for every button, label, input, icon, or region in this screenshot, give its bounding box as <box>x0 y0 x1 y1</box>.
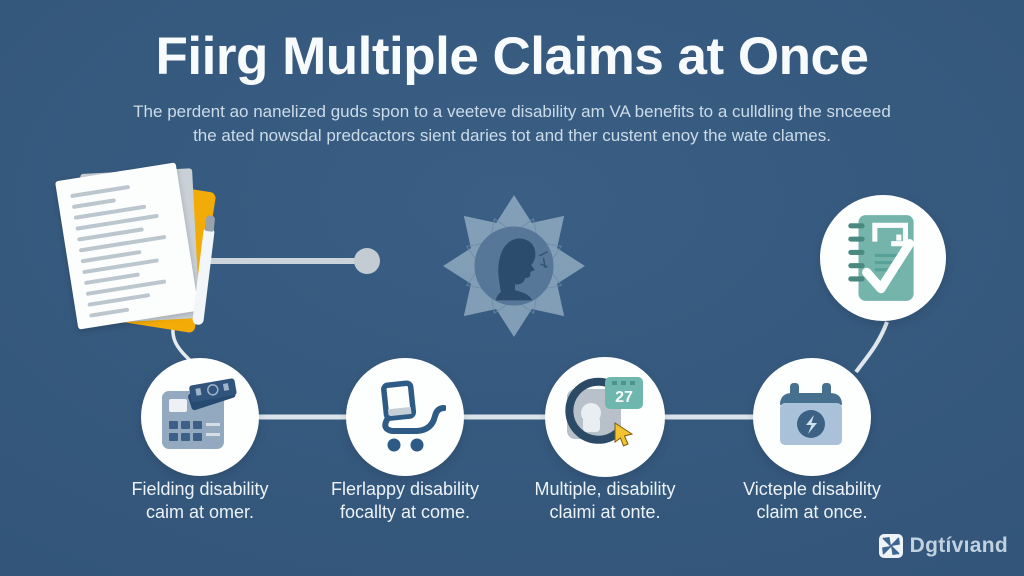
page-subtitle: The perdent ao nanelized guds spon to a … <box>112 100 912 148</box>
caption-line: Flerlappy disability <box>330 479 480 499</box>
brand-logo: Dgtívıand <box>878 534 1008 558</box>
caption-line: Multiple, disability <box>534 479 676 499</box>
front-sheet <box>55 162 199 330</box>
notebook-circle <box>820 195 946 321</box>
step-circle-4 <box>753 358 871 476</box>
subtitle-line-2: the ated nowsdal predcactors sient darie… <box>193 126 831 145</box>
step-caption-2: Flerlappy disability focallty at come. <box>300 478 510 524</box>
notebook-checkmark-icon <box>848 215 915 301</box>
calendar-bolt-icon <box>780 383 842 445</box>
badge-head-emblem-icon <box>443 195 585 337</box>
caption-line: focallty at come. <box>339 502 471 522</box>
step-caption-4: Victeple disability claim at once. <box>707 478 917 524</box>
shopping-cart-icon <box>381 380 446 452</box>
step-circle-3: 27 <box>545 357 665 477</box>
calculator-cards-icon <box>162 378 237 449</box>
caption-line: claim at once. <box>756 502 868 522</box>
caption-line: Fielding disability <box>131 479 269 499</box>
page-title: Fiirg Multiple Claims at Once <box>155 27 869 86</box>
step-caption-3: Multiple, disability claimi at onte. <box>500 478 710 524</box>
step-circle-1 <box>141 358 259 476</box>
caption-line: claimi at onte. <box>549 502 661 522</box>
caption-line: caim at omer. <box>145 502 255 522</box>
step-circle-2 <box>346 358 464 476</box>
step-caption-1: Fielding disability caim at omer. <box>95 478 305 524</box>
calendar-refresh-cursor-icon: 27 <box>565 377 643 447</box>
calendar-badge-number: 27 <box>615 389 633 406</box>
brand-logo-text: Dgtívıand <box>909 534 1008 557</box>
pinwheel-icon <box>878 534 903 558</box>
caption-line: Victeple disability <box>743 479 881 499</box>
document-stack-with-pen-icon <box>55 162 248 355</box>
subtitle-line-1: The perdent ao nanelized guds spon to a … <box>133 102 891 121</box>
